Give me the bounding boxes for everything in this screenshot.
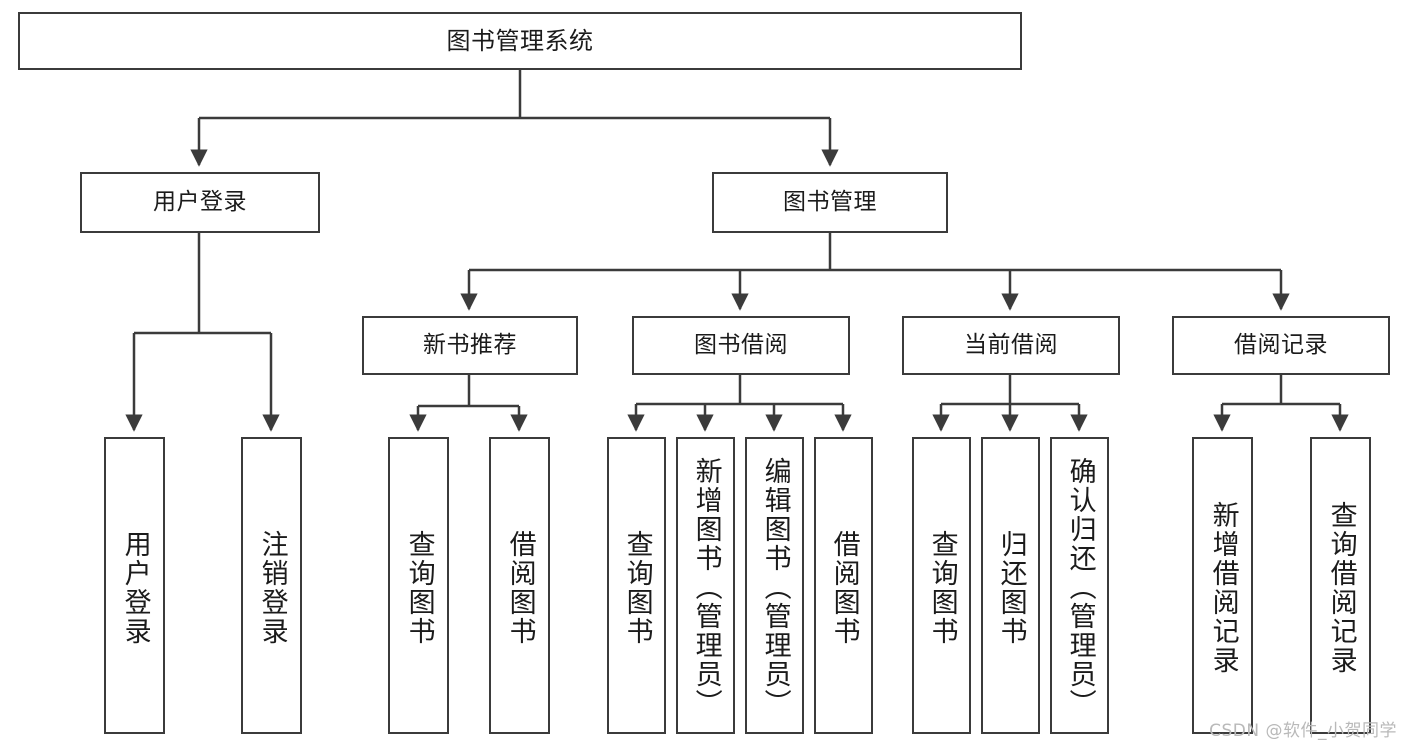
node-book-management-label: 图书管理 <box>783 188 877 215</box>
node-leaf-add-record[interactable]: 新增借阅记录 <box>1192 437 1253 734</box>
node-leaf-edit-book-label: 编辑图书（管理员） <box>759 457 791 718</box>
node-new-book-recommend[interactable]: 新书推荐 <box>362 316 578 375</box>
node-root[interactable]: 图书管理系统 <box>18 12 1022 70</box>
node-user-login-label: 用户登录 <box>153 188 247 215</box>
node-user-login[interactable]: 用户登录 <box>80 172 320 233</box>
node-borrow-record[interactable]: 借阅记录 <box>1172 316 1390 375</box>
node-leaf-query-book-1[interactable]: 查询图书 <box>388 437 449 734</box>
node-leaf-logout-label: 注销登录 <box>256 529 288 646</box>
node-leaf-user-login[interactable]: 用户登录 <box>104 437 165 734</box>
node-leaf-query-record-label: 查询借阅记录 <box>1325 500 1357 675</box>
node-leaf-borrow-book-2[interactable]: 借阅图书 <box>814 437 873 734</box>
node-leaf-confirm-return-label: 确认归还（管理员） <box>1064 457 1096 718</box>
node-root-label: 图书管理系统 <box>446 26 594 55</box>
node-leaf-return-book[interactable]: 归还图书 <box>981 437 1040 734</box>
node-book-borrow[interactable]: 图书借阅 <box>632 316 850 375</box>
node-leaf-user-login-label: 用户登录 <box>119 529 151 646</box>
node-leaf-borrow-book-2-label: 借阅图书 <box>828 529 860 646</box>
node-leaf-query-book-2-label: 查询图书 <box>621 529 653 646</box>
node-leaf-query-book-3[interactable]: 查询图书 <box>912 437 971 734</box>
node-leaf-logout[interactable]: 注销登录 <box>241 437 302 734</box>
node-current-borrow-label: 当前借阅 <box>964 331 1058 358</box>
node-leaf-borrow-book-1[interactable]: 借阅图书 <box>489 437 550 734</box>
node-leaf-add-book[interactable]: 新增图书（管理员） <box>676 437 735 734</box>
node-leaf-query-book-3-label: 查询图书 <box>926 529 958 646</box>
node-leaf-add-record-label: 新增借阅记录 <box>1207 500 1239 675</box>
node-leaf-edit-book[interactable]: 编辑图书（管理员） <box>745 437 804 734</box>
node-borrow-record-label: 借阅记录 <box>1234 331 1328 358</box>
node-current-borrow[interactable]: 当前借阅 <box>902 316 1120 375</box>
node-book-management[interactable]: 图书管理 <box>712 172 948 233</box>
node-leaf-query-record[interactable]: 查询借阅记录 <box>1310 437 1371 734</box>
node-leaf-add-book-label: 新增图书（管理员） <box>690 457 722 718</box>
node-new-book-recommend-label: 新书推荐 <box>423 331 517 358</box>
node-leaf-query-book-2[interactable]: 查询图书 <box>607 437 666 734</box>
node-leaf-query-book-1-label: 查询图书 <box>403 529 435 646</box>
node-book-borrow-label: 图书借阅 <box>694 331 788 358</box>
node-leaf-confirm-return[interactable]: 确认归还（管理员） <box>1050 437 1109 734</box>
node-leaf-return-book-label: 归还图书 <box>995 529 1027 646</box>
watermark: CSDN @软件_小贺同学 <box>1209 721 1397 741</box>
node-leaf-borrow-book-1-label: 借阅图书 <box>504 529 536 646</box>
